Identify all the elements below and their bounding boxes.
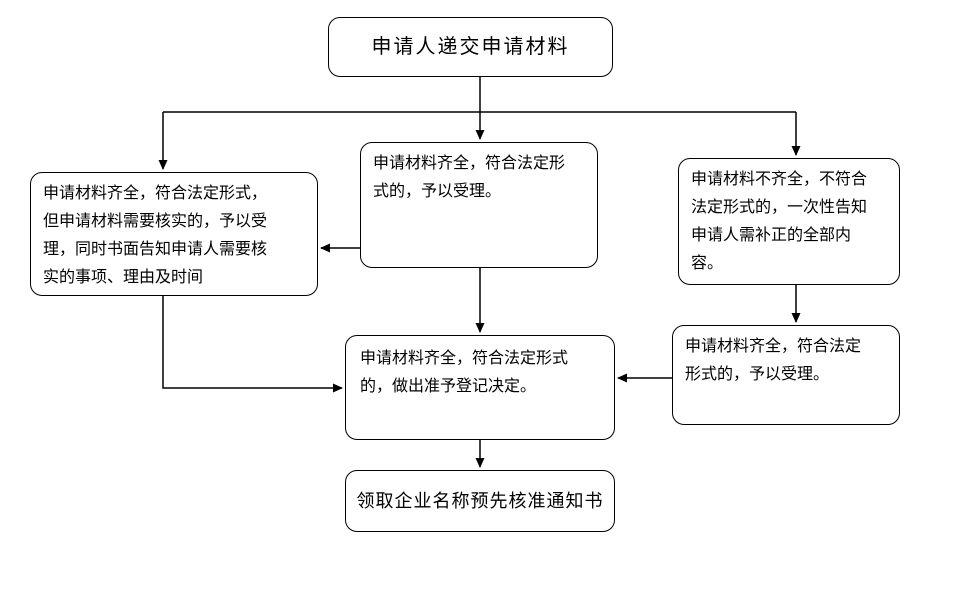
node-decision-label: 申请材料齐全，符合法定形式 的，做出准予登记决定。 [360, 350, 569, 395]
node-verify-label: 申请材料齐全，符合法定形式， 但申请材料需要核实的，予以受 理，同时书面告知申请… [43, 185, 268, 286]
node-incomplete-label: 申请材料不齐全，不符合 法定形式的，一次性告知 申请人需补正的全部内 容。 [691, 171, 868, 272]
node-decision: 申请材料齐全，符合法定形式 的，做出准予登记决定。 [345, 335, 615, 440]
node-accept: 申请材料齐全，符合法定形 式的，予以受理。 [360, 142, 598, 268]
node-incomplete: 申请材料不齐全，不符合 法定形式的，一次性告知 申请人需补正的全部内 容。 [678, 158, 900, 285]
node-accept-label: 申请材料齐全，符合法定形 式的，予以受理。 [373, 155, 566, 200]
node-accept-after-correction-label: 申请材料齐全，符合法定 形式的，予以受理。 [685, 338, 862, 383]
node-verify: 申请材料齐全，符合法定形式， 但申请材料需要核实的，予以受 理，同时书面告知申请… [30, 172, 318, 296]
node-finish-label: 领取企业名称预先核准通知书 [356, 491, 604, 511]
edge-verify-to-decision [162, 296, 343, 393]
node-finish: 领取企业名称预先核准通知书 [345, 470, 615, 532]
node-start: 申请人递交申请材料 [328, 17, 613, 77]
node-start-label: 申请人递交申请材料 [371, 36, 570, 58]
node-accept-after-correction: 申请材料齐全，符合法定 形式的，予以受理。 [672, 325, 900, 425]
